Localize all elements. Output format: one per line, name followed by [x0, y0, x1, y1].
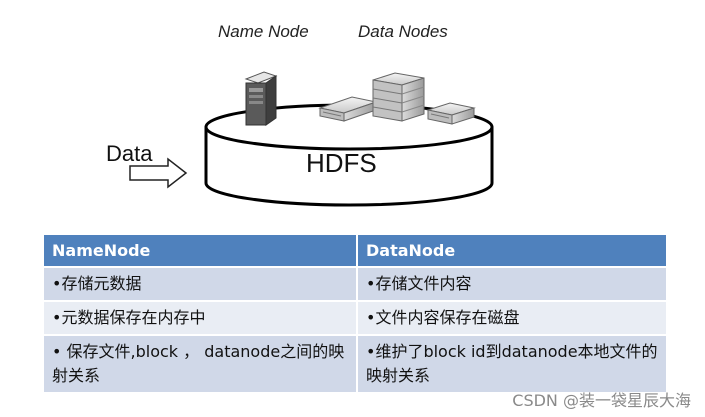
table-row: •元数据保存在内存中 •文件内容保存在磁盘 — [44, 300, 666, 334]
watermark: CSDN @装一袋星辰大海 — [512, 391, 691, 410]
namenode-cell: •存储元数据 — [44, 266, 356, 300]
datanode-cell: •存储文件内容 — [356, 266, 666, 300]
datanode-cell: •文件内容保存在磁盘 — [356, 300, 666, 334]
hdfs-label: HDFS — [306, 148, 377, 178]
data-nodes-servers-icon — [318, 72, 476, 125]
name-node-server-icon — [244, 71, 278, 126]
data-label: Data — [106, 141, 153, 166]
data-nodes-label: Data Nodes — [358, 22, 448, 41]
hdfs-diagram: Name Node Data Nodes HDFS — [106, 22, 494, 207]
datanode-cell: •维护了block id到datanode本地文件的映射关系 — [356, 334, 666, 392]
table-row: • 保存文件,block ， datanode之间的映射关系 •维护了block… — [44, 334, 666, 392]
comparison-table: NameNode DataNode •存储元数据 •存储文件内容 •元数据保存在… — [44, 235, 666, 392]
namenode-cell: • 保存文件,block ， datanode之间的映射关系 — [44, 334, 356, 392]
table-header-row: NameNode DataNode — [44, 235, 666, 266]
data-arrow-icon — [129, 157, 188, 189]
header-namenode: NameNode — [44, 235, 356, 266]
table-row: •存储元数据 •存储文件内容 — [44, 266, 666, 300]
header-datanode: DataNode — [356, 235, 666, 266]
name-node-label: Name Node — [218, 22, 309, 41]
namenode-cell: •元数据保存在内存中 — [44, 300, 356, 334]
